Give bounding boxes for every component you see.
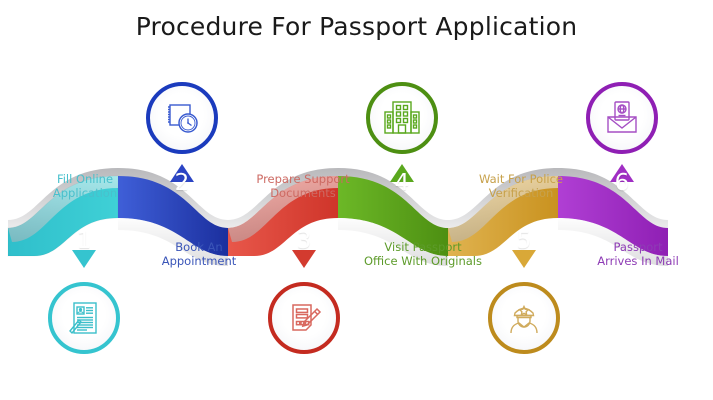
step-label-4-line2: Office With Originals <box>364 254 482 268</box>
ribbon-segment-6 <box>558 176 668 256</box>
connector-arrow-4 <box>390 164 414 182</box>
ribbon-segment-3 <box>228 176 338 256</box>
connector-arrow-1 <box>72 250 96 268</box>
step-label-3: Prepare Support Documents <box>228 172 378 200</box>
office-building-icon <box>381 97 423 139</box>
step-number-2: 2 <box>174 170 190 196</box>
ribbon-segment-2 <box>118 176 228 256</box>
step-label-4: Visit Passport Office With Originals <box>348 240 498 268</box>
connector-arrow-5 <box>512 250 536 268</box>
step-label-5-line2: Verification <box>488 186 554 200</box>
step-number-3: 3 <box>296 228 312 254</box>
step-number-4: 4 <box>394 170 410 196</box>
connector-arrow-2 <box>170 164 194 182</box>
police-officer-icon <box>504 298 544 338</box>
step-icon-circle-1[interactable] <box>48 282 120 354</box>
step-label-2-line2: Appointment <box>161 254 237 268</box>
step-label-1-line1: Fill Online <box>56 172 114 186</box>
step-icon-circle-4[interactable] <box>366 82 438 154</box>
ribbon-wave <box>7 164 668 268</box>
step-label-3-line2: Documents <box>270 186 336 200</box>
connector-arrow-3 <box>292 250 316 268</box>
calendar-clock-icon <box>162 98 202 138</box>
ribbon-segment-5 <box>448 176 558 256</box>
step-label-5-line1: Wait For Police <box>478 172 563 186</box>
page-title: Procedure For Passport Application <box>135 12 578 41</box>
step-label-6-line2: Arrives In Mail <box>597 254 679 268</box>
step-icon-circle-2[interactable] <box>146 82 218 154</box>
passport-envelope-icon <box>602 98 642 138</box>
step-label-3-line1: Prepare Support <box>256 172 350 186</box>
step-number-6: 6 <box>614 170 630 196</box>
form-pencil-icon <box>284 298 324 338</box>
step-label-4-line1: Visit Passport <box>384 240 462 254</box>
step-icon-circle-6[interactable] <box>586 82 658 154</box>
step-label-1: Fill Online Application <box>10 172 160 200</box>
step-icon-circle-5[interactable] <box>488 282 560 354</box>
step-label-6: Passport Arrives In Mail <box>563 240 713 268</box>
process-flow-diagram: 1 2 3 4 5 6 Fill Online Application Book… <box>0 60 713 400</box>
connector-arrow-6 <box>610 164 634 182</box>
step-number-1: 1 <box>76 228 92 254</box>
ribbon-segment-4 <box>338 176 448 256</box>
step-number-5: 5 <box>516 228 532 254</box>
step-label-5: Wait For Police Verification <box>446 172 596 200</box>
step-label-1-line2: Application <box>52 186 118 200</box>
step-icon-circle-3[interactable] <box>268 282 340 354</box>
step-label-2: Book An Appointment <box>124 240 274 268</box>
application-document-icon <box>64 298 104 338</box>
step-label-6-line1: Passport <box>613 240 663 254</box>
step-label-2-line1: Book An <box>175 240 223 254</box>
